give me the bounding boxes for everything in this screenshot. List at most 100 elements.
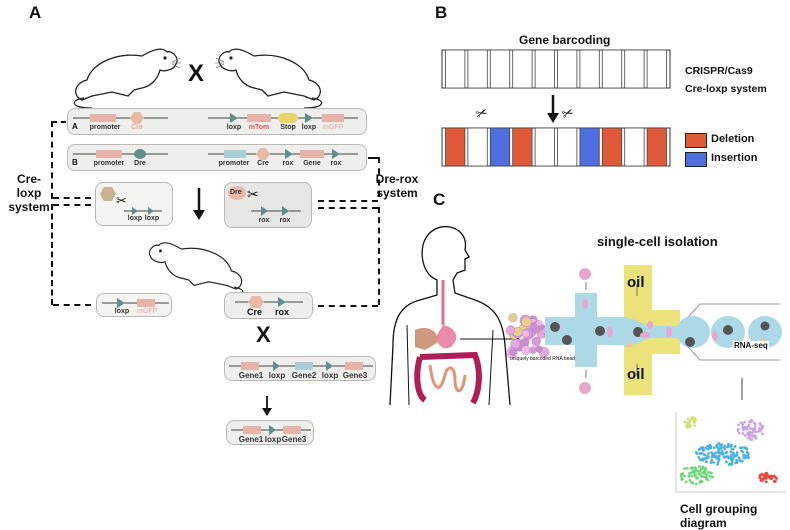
barcode-cell-empty (467, 49, 488, 89)
dre-cut-graphic (228, 186, 301, 216)
cluster-point (706, 478, 710, 482)
barcoded-beads-cluster (505, 313, 550, 359)
barcode-cell-deletion (512, 127, 533, 167)
connector-line (52, 121, 66, 123)
label-rox: rox (282, 160, 294, 167)
cluster-point (730, 461, 734, 465)
cluster-point (760, 472, 764, 476)
multi-gene-box: Gene1 loxp Gene2 loxp Gene3 (224, 356, 376, 381)
barcode-cell-empty (467, 127, 488, 167)
plot-axes (675, 412, 786, 493)
cluster-point (740, 446, 744, 449)
cluster-point (687, 474, 691, 478)
down-arrow-icon (193, 188, 205, 220)
cluster-point (693, 424, 697, 428)
down-arrow-icon (262, 396, 272, 416)
cluster-point (688, 472, 691, 475)
final-gene-graphic (231, 425, 311, 435)
barcode-cell-empty (445, 49, 466, 89)
barcode-after (441, 127, 671, 167)
cluster-point (696, 476, 699, 480)
cluster-point (746, 432, 750, 436)
cluster-point (768, 474, 772, 478)
cluster-point (736, 429, 740, 432)
loxp-triangle (230, 113, 238, 123)
bead (531, 336, 541, 346)
cluster-point (694, 482, 698, 486)
mtom-block (247, 114, 271, 122)
down-arrow-icon (547, 95, 559, 123)
bead-bottom (579, 382, 591, 394)
construct-b-row-label: B (72, 158, 78, 167)
barcode-cell-empty (601, 49, 623, 89)
scissors-icon: ✂ (473, 103, 490, 123)
cluster-point (708, 474, 712, 478)
cluster-point (700, 474, 704, 478)
single-cell-isolation-title: single-cell isolation (597, 234, 718, 249)
cluster-point (720, 449, 724, 453)
cluster-point (684, 480, 688, 484)
promoter-block (90, 114, 116, 122)
cluster-point (743, 446, 747, 450)
label-mgfp: mGFP (322, 124, 344, 131)
loxp-triangle (305, 113, 313, 123)
cluster-point (717, 450, 720, 454)
barcode-cell-insertion (579, 127, 600, 167)
mgfp-block (322, 114, 344, 122)
cluster-point (737, 431, 741, 435)
cluster-point (753, 422, 757, 426)
cluster-point (710, 450, 714, 454)
dre-enzyme-label: Dre (230, 189, 242, 196)
cluster-point (747, 435, 751, 439)
cluster-point (716, 463, 720, 466)
cluster-point (724, 455, 728, 459)
cluster-point (698, 481, 702, 484)
cluster-point (700, 451, 704, 455)
result-cre-rox-box: Cre rox (224, 292, 313, 319)
cluster-point (741, 423, 744, 427)
cluster-point (744, 427, 748, 431)
cluster-point (719, 446, 723, 449)
cluster-point (708, 443, 712, 447)
label-gene3: Gene3 (281, 435, 307, 444)
label-promoter: promoter (93, 160, 125, 167)
cluster-point (704, 468, 707, 471)
label-cre: Cre (247, 307, 263, 317)
cre-enzyme-label: Cre (102, 188, 114, 195)
bead (529, 346, 537, 354)
mouse-left-icon (73, 48, 181, 109)
barcode-cell-empty (534, 127, 555, 167)
cluster-point (690, 481, 693, 484)
scissors-icon: ✂ (116, 193, 127, 208)
method-crispr: CRISPR/Cas9 (685, 65, 753, 77)
bead (505, 326, 515, 336)
cluster-point (698, 464, 701, 468)
label-dre: Dre (134, 160, 146, 167)
legend-swatch-insertion (685, 152, 707, 167)
cluster-point (737, 456, 741, 460)
bead (535, 320, 543, 327)
cluster-point (760, 479, 764, 482)
cluster-point (707, 455, 710, 459)
barcode-cell-deletion (646, 127, 667, 167)
cluster-point (709, 471, 712, 475)
barcode-cell-empty (512, 49, 533, 89)
cluster-point (746, 452, 750, 455)
cluster-point (689, 416, 693, 420)
cluster-point (741, 432, 745, 435)
cluster-point (717, 441, 721, 445)
cluster-point (710, 458, 714, 462)
cluster-point (688, 478, 692, 482)
label-loxp: loxp (127, 215, 143, 222)
barcode-cell-empty (557, 49, 578, 89)
barcode-cell-empty (534, 49, 555, 89)
cluster-point (761, 432, 764, 436)
construct-b-genes (73, 148, 358, 160)
connector-line (318, 305, 378, 307)
scissors-icon: ✂ (559, 103, 576, 123)
cluster-point (706, 447, 710, 451)
dre-cut-box: Dre ✂ rox rox (224, 182, 312, 228)
gene-barcoding-title: Gene barcoding (519, 33, 611, 47)
cluster-point (698, 447, 702, 451)
cluster-point (726, 442, 730, 446)
